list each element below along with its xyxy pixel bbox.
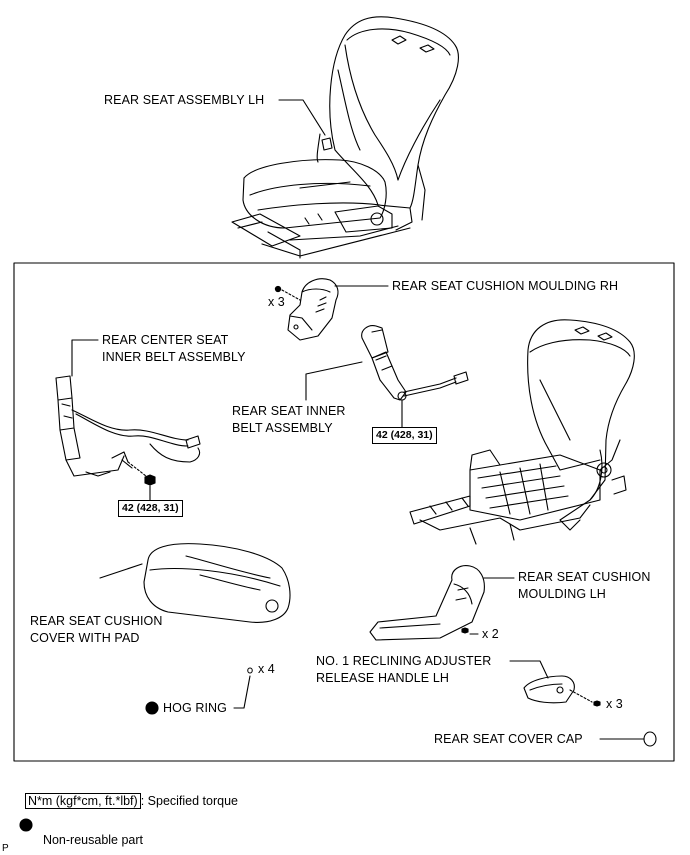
cushion-cover-illustration xyxy=(143,543,291,623)
center-seat-belt-label-line1: REAR CENTER SEAT xyxy=(102,333,229,347)
moulding-rh-screw-qty: x 3 xyxy=(268,295,285,309)
moulding-lh-screw-qty: x 2 xyxy=(482,627,499,641)
seat-frame-illustration xyxy=(409,319,635,545)
rear-seat-assembly-illustration xyxy=(231,16,459,259)
hog-ring-bullet xyxy=(145,701,159,715)
reclining-handle-illustration xyxy=(523,675,575,704)
nonreusable-legend: Non-reusable part xyxy=(36,818,143,848)
center-seat-belt-label-line2: INNER BELT ASSEMBLY xyxy=(102,350,246,364)
torque-legend-text: : Specified torque xyxy=(140,794,238,808)
reclining-handle-label-line1: NO. 1 RECLINING ADJUSTER xyxy=(316,654,492,668)
hog-ring-qty: x 4 xyxy=(258,662,275,676)
inner-belt-illustration xyxy=(361,325,469,401)
cushion-moulding-lh-label-line1: REAR SEAT CUSHION xyxy=(518,570,651,584)
cushion-moulding-rh-label: REAR SEAT CUSHION MOULDING RH xyxy=(392,279,619,293)
hog-ring-icon xyxy=(247,667,253,674)
cushion-cover-label-line1: REAR SEAT CUSHION xyxy=(30,614,163,628)
torque-legend: N*m (kgf*cm, ft.*lbf): Specified torque xyxy=(18,779,238,809)
moulding-rh-screw xyxy=(274,285,282,293)
hog-ring-label: HOG RING xyxy=(163,701,227,715)
cushion-moulding-rh-illustration xyxy=(287,278,339,341)
handle-screw xyxy=(593,700,601,707)
cushion-moulding-lh-illustration xyxy=(369,565,485,641)
seat-cover-cap-label: REAR SEAT COVER CAP xyxy=(434,732,583,746)
inner-belt-label-line1: REAR SEAT INNER xyxy=(232,404,346,418)
moulding-lh-screw xyxy=(461,627,469,634)
inner-belt-label-line2: BELT ASSEMBLY xyxy=(232,421,333,435)
handle-screw-qty: x 3 xyxy=(606,697,623,711)
inner-belt-torque-badge: 42 (428, 31) xyxy=(372,427,437,444)
center-belt-nut xyxy=(144,474,156,486)
exploded-view-frame xyxy=(13,262,675,762)
cushion-cover-label-line2: COVER WITH PAD xyxy=(30,631,140,645)
center-seat-belt-illustration xyxy=(55,375,201,477)
reclining-handle-label-line2: RELEASE HANDLE LH xyxy=(316,671,449,685)
center-belt-torque-badge: 42 (428, 31) xyxy=(118,500,183,517)
seat-cover-cap-icon xyxy=(643,731,657,747)
nonreusable-legend-text: Non-reusable part xyxy=(42,833,144,847)
cushion-moulding-lh-label-line2: MOULDING LH xyxy=(518,587,606,601)
footer-code: P xyxy=(2,843,9,854)
nonreusable-dot-icon xyxy=(19,818,33,832)
torque-legend-box: N*m (kgf*cm, ft.*lbf) xyxy=(24,793,141,809)
rear-seat-assembly-lh-label: REAR SEAT ASSEMBLY LH xyxy=(104,93,265,107)
